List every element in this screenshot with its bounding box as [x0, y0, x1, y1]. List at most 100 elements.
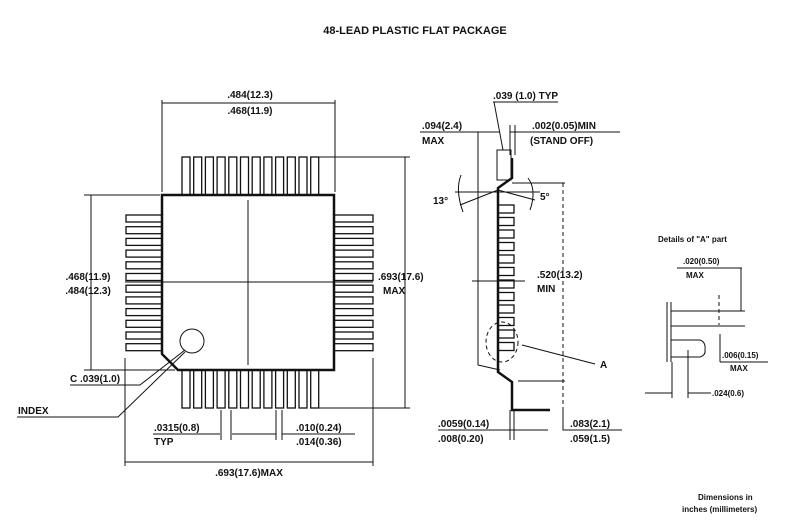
lead-right [333, 249, 374, 258]
dim-foot-min: .059(1.5) [570, 434, 610, 445]
lead-top [193, 156, 203, 196]
side-lead [497, 266, 515, 277]
lead-top [204, 156, 215, 196]
angle-right: 5° [540, 192, 550, 203]
lead-top [216, 156, 226, 196]
dim-height-max-note: MAX [422, 136, 445, 147]
lead-left [125, 296, 163, 305]
lead-left [125, 331, 163, 340]
dim-height-max: .484(12.3) [65, 286, 111, 297]
lead-bottom [204, 369, 215, 409]
package-body [160, 193, 336, 372]
lead-right [333, 214, 374, 223]
detail-dim2: .006(0.15) [722, 351, 759, 360]
lead-left [125, 307, 163, 317]
lead-bottom [216, 369, 226, 409]
lead-bottom [228, 369, 238, 409]
dim-overall-height-note: MAX [383, 286, 406, 297]
drawing-title: 48-LEAD PLASTIC FLAT PACKAGE [323, 25, 507, 37]
dim-lead-width-min: .010(0.24) [296, 423, 342, 434]
lead-top [274, 156, 285, 196]
dim-standoff: .002(0.05)MIN [532, 121, 596, 132]
dim-overall-width: .693(17.6)MAX [215, 468, 283, 479]
lead-profile [496, 158, 550, 412]
lead-top [310, 156, 320, 196]
index-label: INDEX [18, 406, 49, 417]
dim-overall-height: .693(17.6) [378, 272, 424, 283]
side-lead [497, 229, 515, 239]
top-view: .484(12.3) .468(11.9) .468(11.9) .484(12… [17, 90, 424, 479]
lead-bottom [274, 369, 285, 409]
footnote-line2: inches (millimeters) [682, 505, 757, 514]
lead-bottom [251, 369, 261, 409]
detail-dim1: .020(0.50) [683, 257, 720, 266]
lead-top [228, 156, 238, 196]
angle-left: 13° [433, 196, 448, 207]
side-lead [497, 254, 515, 264]
dim-lead-thickness: .039 (1.0) TYP [493, 91, 558, 102]
lead-left [125, 319, 163, 328]
footnote-line1: Dimensions in [698, 493, 753, 502]
lead-right [333, 226, 374, 235]
index-mark [179, 328, 205, 354]
dim-pitch-note: TYP [154, 437, 174, 448]
side-leads [497, 204, 515, 352]
detail-a-circle [485, 321, 519, 363]
side-lead [497, 304, 515, 314]
lead-right [333, 319, 374, 328]
detail-a-title: Details of "A" part [658, 235, 727, 244]
lead-bottom [181, 369, 191, 409]
dim-lead-span-note: MIN [537, 284, 555, 295]
lead-top [239, 156, 250, 196]
dim-width-max: .484(12.3) [227, 90, 273, 101]
side-lead [497, 204, 515, 214]
lead-left [125, 272, 163, 282]
lead-left [125, 261, 163, 270]
lead-right [333, 331, 374, 340]
dim-standoff-note: (STAND OFF) [530, 136, 593, 147]
package-top [496, 149, 512, 181]
lead-top [181, 156, 191, 196]
lead-bottom [298, 369, 308, 409]
lead-bottom [310, 369, 320, 409]
lead-left [125, 284, 163, 293]
lead-top [263, 156, 273, 196]
dim-lead-thk-max: .008(0.20) [438, 434, 484, 445]
side-lead [497, 241, 515, 252]
dim-height-min: .468(11.9) [65, 272, 110, 283]
lead-bottom [239, 369, 250, 409]
detail-dim3: .024(0.6) [712, 389, 744, 398]
lead-left [125, 214, 163, 223]
detail-marker-label: A [600, 360, 607, 371]
lead-right [333, 307, 374, 317]
lead-right [333, 343, 374, 352]
side-lead [497, 216, 515, 227]
chamfer-label: C .039(1.0) [70, 374, 120, 385]
detail-a-view: Details of "A" part .020(0.50) MAX .006(… [645, 235, 768, 398]
side-lead [497, 316, 515, 327]
lead-top [298, 156, 308, 196]
side-view: .039 (1.0) TYP .094(2.4) MAX .002(0.05)M… [420, 91, 622, 445]
lead-left [125, 237, 163, 247]
lead-top [251, 156, 261, 196]
dim-lead-width-max: .014(0.36) [296, 437, 342, 448]
dim-height-max: .094(2.4) [422, 121, 462, 132]
lead-bottom [193, 369, 203, 409]
side-lead [497, 341, 515, 352]
side-lead [497, 291, 515, 302]
lead-right [333, 261, 374, 270]
lead-bottom [286, 369, 296, 409]
lead-right [333, 237, 374, 247]
dim-foot-max: .083(2.1) [570, 419, 610, 430]
lead-right [333, 272, 374, 282]
lead-left [125, 226, 163, 235]
dim-width-min: .468(11.9) [227, 106, 272, 117]
lead-right [333, 284, 374, 293]
side-lead [497, 329, 515, 339]
lead-left [125, 343, 163, 352]
dim-lead-span: .520(13.2) [537, 270, 583, 281]
lead-right [333, 296, 374, 305]
dim-pitch: .0315(0.8) [154, 423, 200, 434]
detail-dim1-note: MAX [686, 271, 704, 280]
